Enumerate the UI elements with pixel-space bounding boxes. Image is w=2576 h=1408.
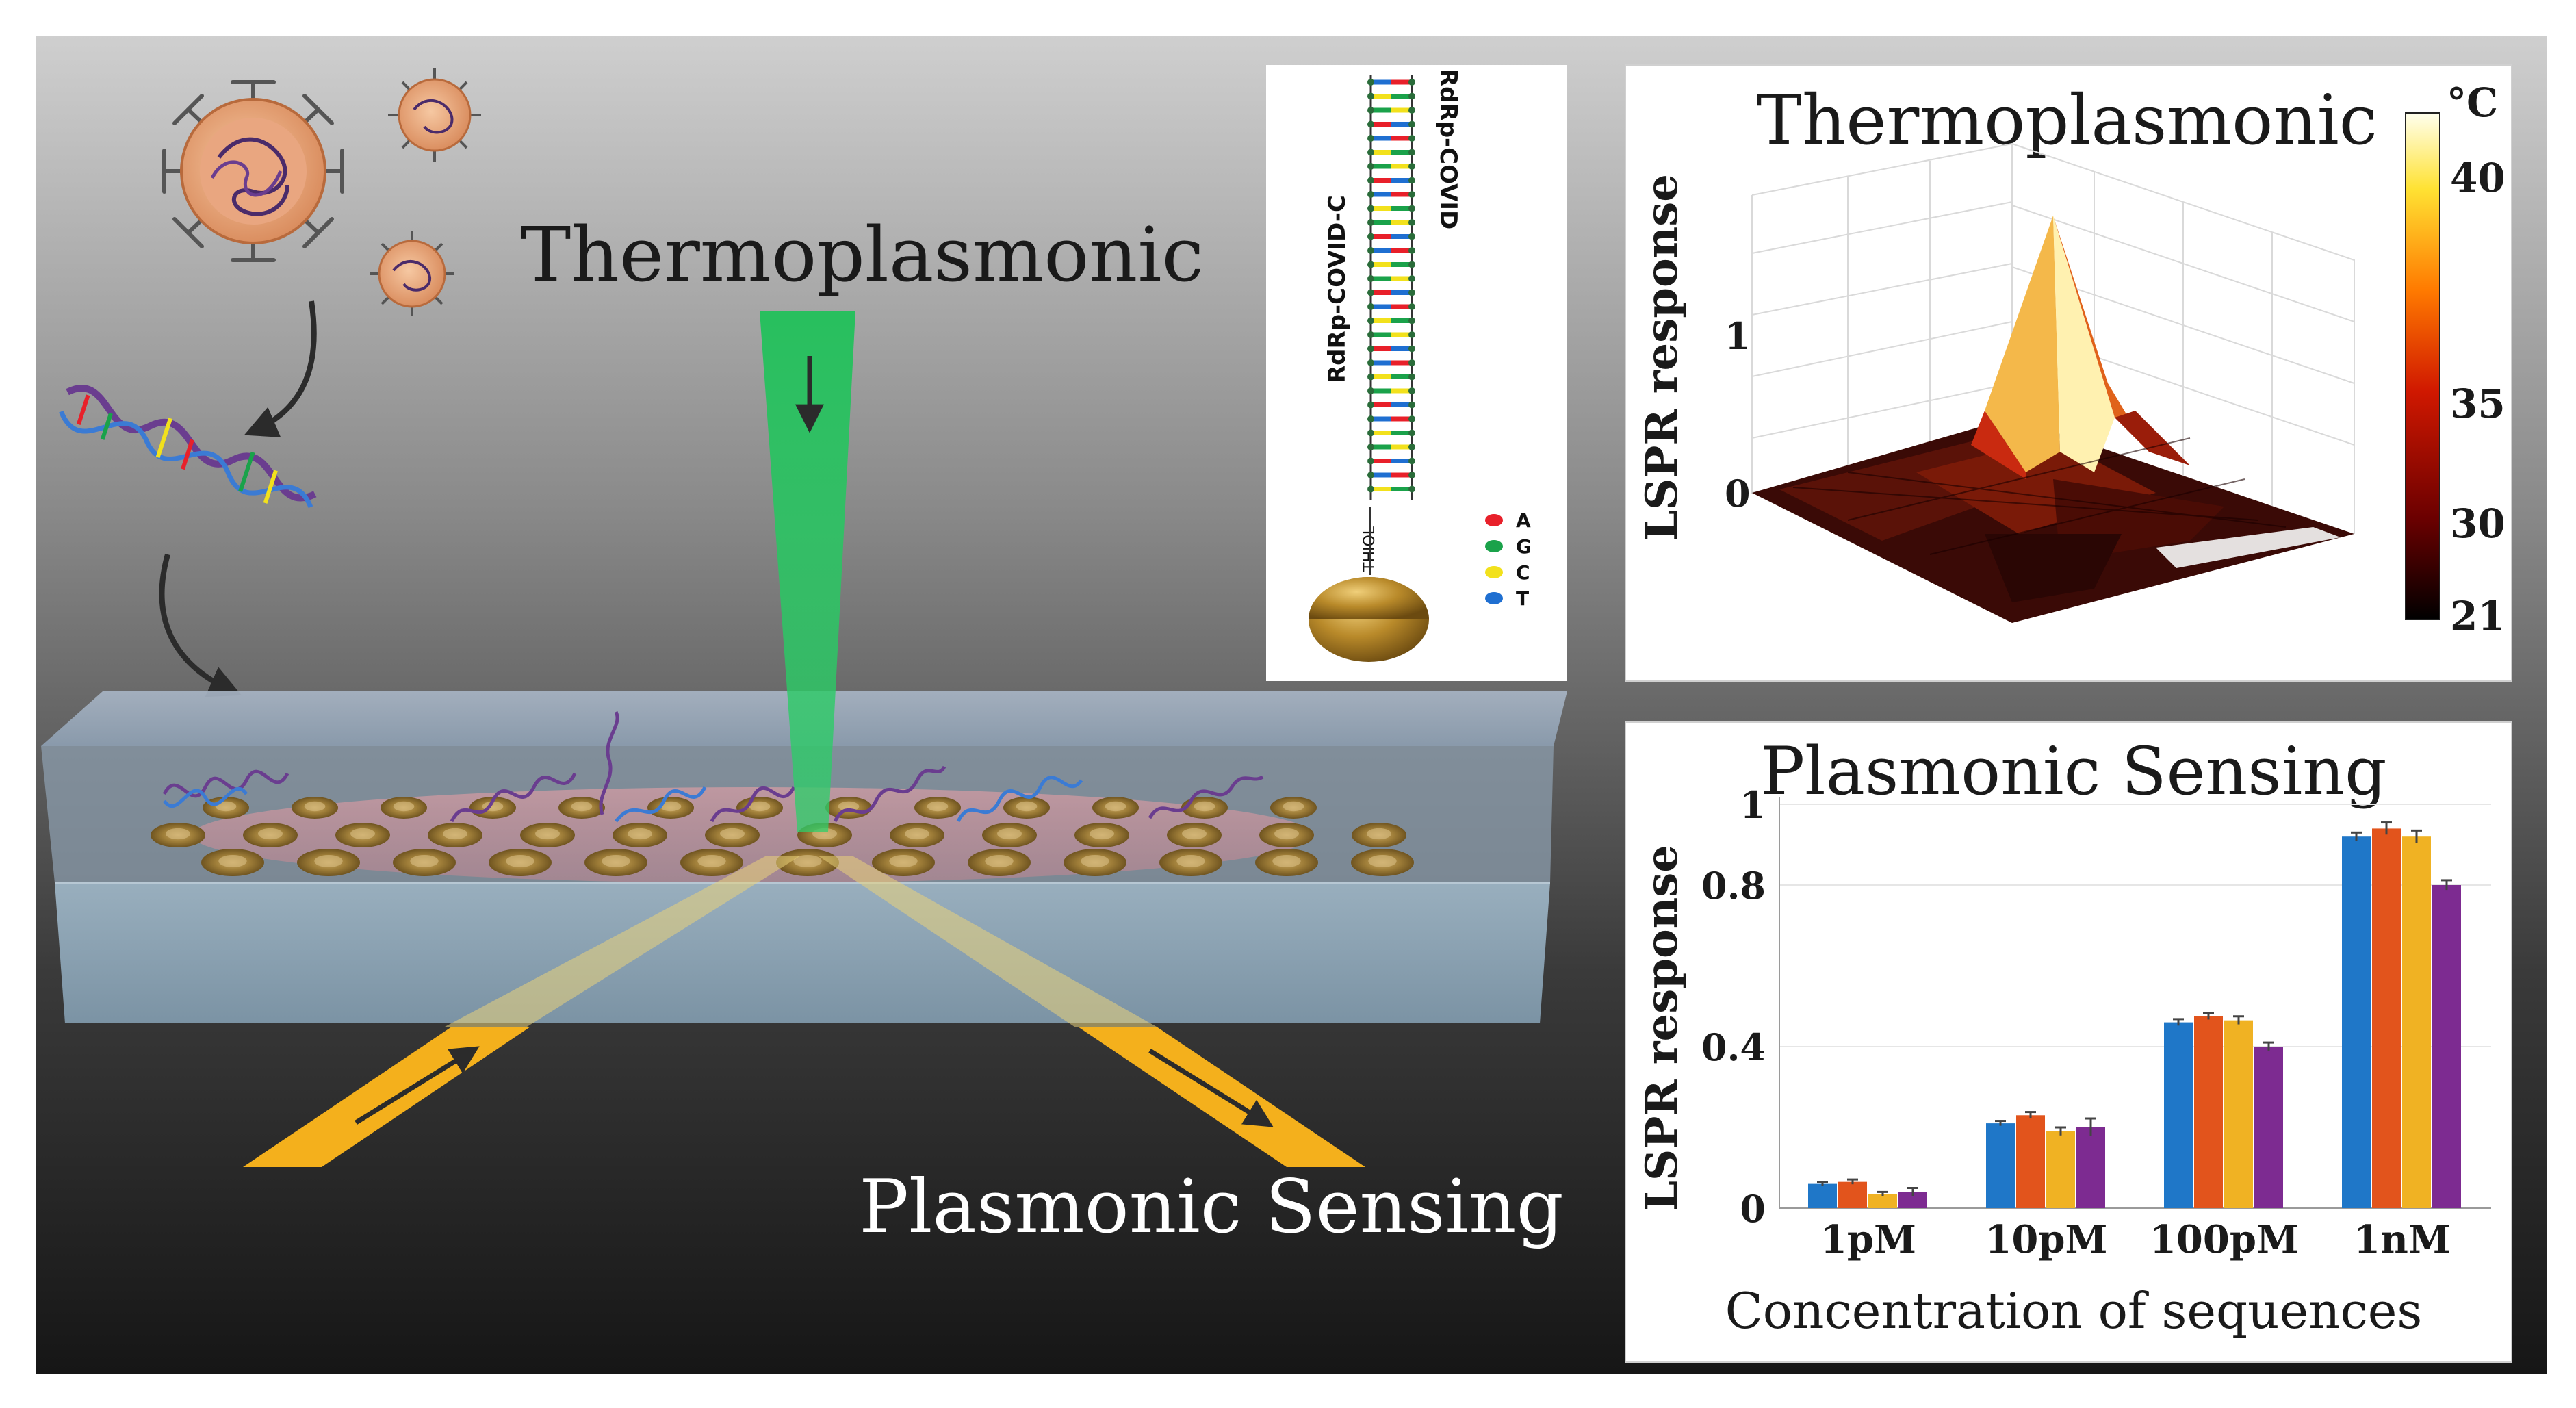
- reflected-arrow: [1148, 1049, 1274, 1127]
- colorbar-unit: °C: [2447, 79, 2498, 126]
- colorbar-tick-21: 21: [2450, 593, 2506, 639]
- surface-plot: [1751, 142, 2355, 623]
- bar: [2432, 885, 2461, 1208]
- colorbar-tick-30: 30: [2450, 500, 2506, 547]
- bar: [1838, 1181, 1867, 1208]
- bar: [2016, 1115, 2045, 1208]
- bar: [2046, 1131, 2075, 1208]
- legend-swatch-a: [1485, 514, 1503, 526]
- nanodisk-array: [151, 797, 1414, 876]
- legend-label-g: G: [1516, 535, 1532, 558]
- legend-swatch-g: [1485, 540, 1503, 552]
- thermo-ztick-1: 1: [1725, 314, 1751, 358]
- thermo-ztick-0: 0: [1725, 472, 1751, 515]
- virus-large: [162, 80, 344, 262]
- bar: [2224, 1020, 2253, 1208]
- x-tick-label: 10pM: [1985, 1217, 2107, 1262]
- curved-arrow-2: [159, 553, 242, 697]
- legend-swatch-t: [1485, 592, 1503, 604]
- bar: [1898, 1192, 1927, 1208]
- colorbar-tick-40: 40: [2450, 155, 2506, 201]
- incident-arrow: [355, 1046, 480, 1125]
- legend-swatch-c: [1485, 566, 1503, 578]
- bar: [1868, 1194, 1897, 1208]
- dna-ladder: [1367, 75, 1415, 500]
- bar-chart: 1 0.8 0.4 0 1pM 10pM 100pM 1nM: [1701, 783, 2491, 1262]
- y-tick-label: 0.4: [1701, 1025, 1766, 1069]
- bar: [2076, 1127, 2105, 1208]
- colorbar: [2405, 112, 2440, 620]
- thermo-panel-title: Thermoplasmonic: [1756, 80, 2377, 160]
- strand-right-label: RdRp-COVID: [1434, 68, 1462, 229]
- surface-dna-strands: [162, 711, 1264, 823]
- virus-small-bottom: [370, 231, 454, 316]
- dna-panel: [1266, 65, 1567, 681]
- chart-ylabel: LSPR response: [1636, 845, 1688, 1212]
- bar: [2194, 1016, 2223, 1208]
- bar: [1808, 1183, 1837, 1208]
- bar: [2402, 836, 2431, 1208]
- x-tick-label: 100pM: [2150, 1217, 2299, 1262]
- virus-small-top: [388, 68, 481, 162]
- bar: [2342, 836, 2371, 1208]
- bar: [2254, 1047, 2283, 1208]
- chart-xlabel: Concentration of sequences: [1725, 1282, 2423, 1340]
- laser-beam: [760, 311, 855, 832]
- strand-left-label: RdRp-COVID-C: [1324, 195, 1351, 383]
- legend-label-t: T: [1516, 587, 1529, 610]
- colorbar-tick-35: 35: [2450, 381, 2506, 427]
- y-tick-label: 0: [1740, 1187, 1766, 1231]
- curved-arrow-1: [244, 300, 317, 437]
- legend-label-a: A: [1516, 509, 1531, 532]
- reflected-light-cone: [818, 856, 1157, 1027]
- bar: [1986, 1123, 2015, 1208]
- thermo-ylabel: LSPR response: [1636, 174, 1688, 541]
- slab-substrate: [55, 883, 1550, 1023]
- scene-title-plasmonic-sensing: Plasmonic Sensing: [859, 1164, 1563, 1250]
- incident-light-cone: [445, 856, 801, 1027]
- y-tick-label: 1: [1740, 783, 1766, 827]
- x-tick-label: 1nM: [2354, 1217, 2451, 1262]
- x-tick-label: 1pM: [1820, 1217, 1916, 1262]
- rna-helix: [59, 385, 317, 509]
- scene-title-thermoplasmonic: Thermoplasmonic: [521, 211, 1204, 298]
- y-tick-label: 0.8: [1701, 864, 1766, 908]
- legend-label-c: C: [1516, 561, 1530, 584]
- chart-title: Plasmonic Sensing: [1760, 733, 2386, 810]
- bar: [2164, 1022, 2193, 1208]
- bar: [2372, 828, 2401, 1208]
